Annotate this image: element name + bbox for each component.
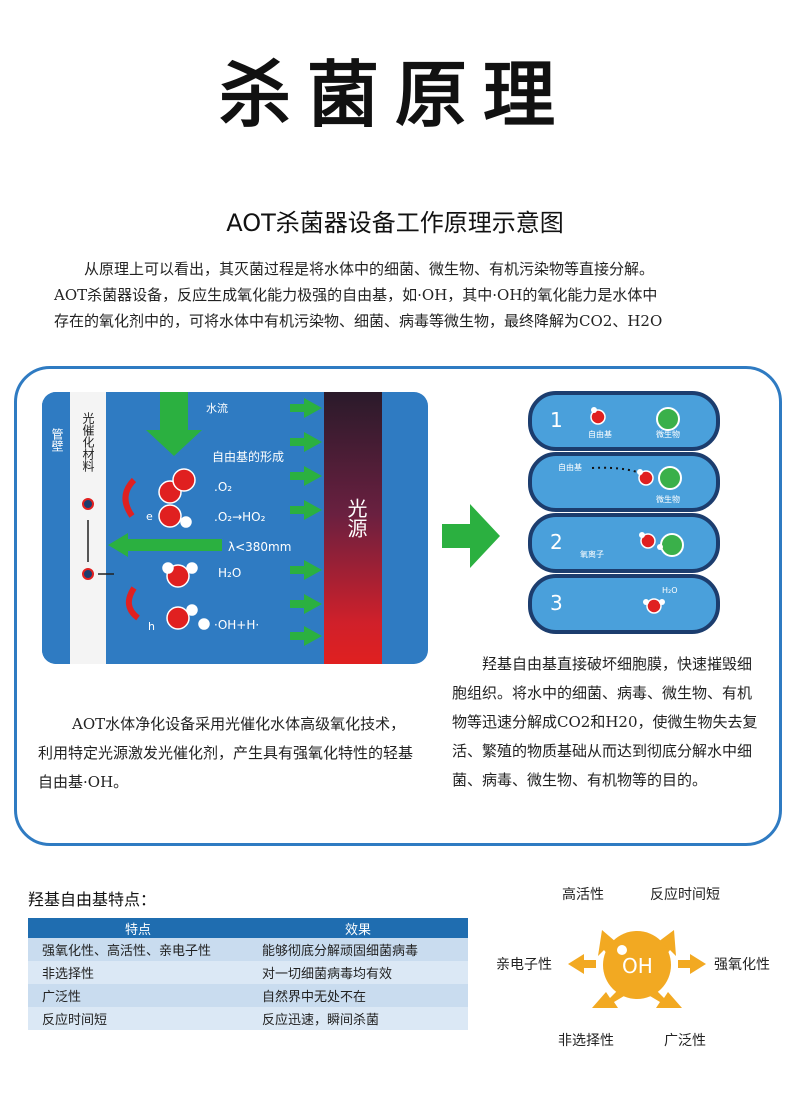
ho2-label: .O₂→HO₂ <box>214 510 266 524</box>
oxygen-ion-label: 氧离子 <box>580 550 604 559</box>
table-cell: 自然界中无处不在 <box>248 984 468 1007</box>
table-row: 反应时间短 反应迅速，瞬间杀菌 <box>28 1007 468 1030</box>
hole-arrow-icon <box>125 586 140 621</box>
diagram-graphics <box>82 392 322 646</box>
step-2-card: 2 氧离子 <box>528 513 720 573</box>
pipe-wall-label: 管壁 <box>50 428 64 452</box>
sun-label: 高活性 <box>562 887 604 903</box>
pipe-wall: 管壁 <box>42 392 72 664</box>
table-row: 广泛性 自然界中无处不在 <box>28 984 468 1007</box>
radical-formation-label: 自由基的形成 <box>212 450 285 464</box>
sun-label: 广泛性 <box>664 1033 706 1049</box>
catalyst-site-icon <box>82 498 94 510</box>
o2-label: .O₂ <box>214 480 233 494</box>
wavelength-label: λ<380mm <box>228 540 292 554</box>
catalyst-label: 光催化材料 <box>81 412 95 472</box>
oh-sun-icon <box>568 930 706 1008</box>
intro-line-1: 从原理上可以看出，其灭菌过程是将水体中的细菌、微生物、有机污染物等直接分解。 <box>84 260 655 278</box>
step-3-card: 3 H₂O <box>528 574 720 634</box>
hole-label: h <box>148 620 155 633</box>
sun-label: 强氧化性 <box>714 957 770 973</box>
table-cell: 能够彻底分解顽固细菌病毒 <box>248 938 468 961</box>
step-number: 2 <box>550 530 563 554</box>
light-source-label: 光源 <box>344 498 368 538</box>
intro-line-2: AOT杀菌器设备，反应生成氧化能力极强的自由基，如·OH，其中·OH的氧化能力是… <box>54 286 658 304</box>
oh-h-label: ·OH+H· <box>214 618 260 632</box>
table-cell: 强氧化性、高活性、亲电子性 <box>28 938 248 961</box>
photocatalysis-diagram: 管壁 光催化材料 光源 <box>42 392 428 664</box>
diagram-subtitle: AOT杀菌器设备工作原理示意图 <box>226 209 564 237</box>
water-flow-label: 水流 <box>206 402 228 415</box>
step-number: 3 <box>550 591 563 615</box>
left-paragraph: AOT水体净化设备采用光催化水体高级氧化技术，利用特定光源激发光催化剂，产生具有… <box>38 715 414 791</box>
sun-label: 非选择性 <box>558 1033 614 1049</box>
table-cell: 对一切细菌病毒均有效 <box>248 961 468 984</box>
microbe-label: 微生物 <box>656 495 680 504</box>
features-title: 羟基自由基特点： <box>28 890 157 909</box>
catalyst-layer: 光催化材料 <box>70 392 106 664</box>
catalyst-site-icon <box>82 568 94 580</box>
table-cell: 反应迅速，瞬间杀菌 <box>248 1007 468 1030</box>
sun-label: 反应时间短 <box>650 887 720 903</box>
microbe-label: 微生物 <box>656 430 680 439</box>
radical-label: 自由基 <box>558 463 582 472</box>
step-1b-card: 自由基 微生物 <box>528 452 720 512</box>
table-cell: 非选择性 <box>28 961 248 984</box>
table-cell: 广泛性 <box>28 984 248 1007</box>
step-number: 1 <box>550 408 563 432</box>
radical-label: 自由基 <box>588 430 612 439</box>
page-title: 杀菌原理 <box>218 52 571 137</box>
step-1-card: 1 自由基 微生物 <box>528 391 720 451</box>
h2o-label: H₂O <box>218 566 242 580</box>
table-header: 特点 <box>28 918 248 938</box>
electron-arrow-icon <box>122 477 137 518</box>
table-cell: 反应时间短 <box>28 1007 248 1030</box>
electron-label: e <box>146 510 153 523</box>
table-row: 非选择性 对一切细菌病毒均有效 <box>28 961 468 984</box>
table-row: 强氧化性、高活性、亲电子性 能够彻底分解顽固细菌病毒 <box>28 938 468 961</box>
sun-label: 亲电子性 <box>496 957 552 973</box>
intro-line-3: 存在的氧化剂中的，可将水体中有机污染物、细菌、病毒等微生物，最终降解为CO2、H… <box>54 312 663 330</box>
oh-center-label: OH <box>622 954 653 978</box>
table-header-row: 特点 效果 <box>28 918 468 938</box>
light-source-bar: 光源 <box>324 392 382 664</box>
process-arrow-icon <box>442 504 500 568</box>
features-table: 特点 效果 强氧化性、高活性、亲电子性 能够彻底分解顽固细菌病毒 非选择性 对一… <box>28 918 468 1030</box>
right-paragraph: 羟基自由基直接破坏细胞膜，快速摧毁细胞组织。将水中的细菌、病毒、微生物、有机物等… <box>452 655 758 789</box>
light-arrows-icon <box>108 392 322 646</box>
h2o-small-label: H₂O <box>662 586 678 595</box>
table-header: 效果 <box>248 918 468 938</box>
